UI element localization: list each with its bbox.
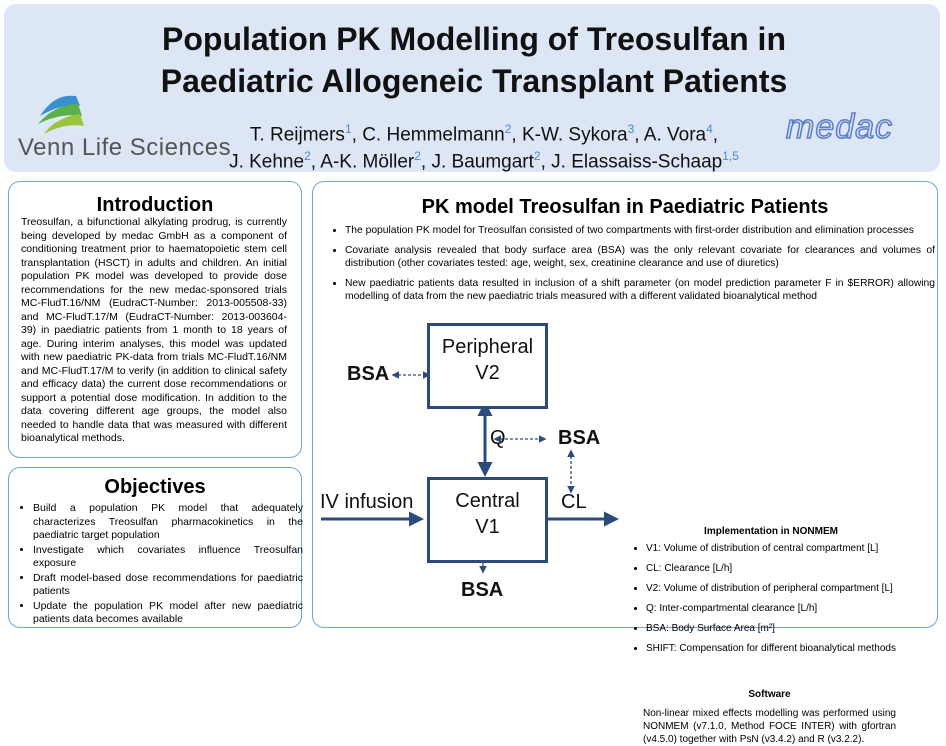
author-separator: , [511, 124, 522, 146]
authors-line-1: T. Reijmers1, C. Hemmelmann2, K-W. Sykor… [204, 116, 764, 148]
central-param: V1 [475, 516, 500, 538]
bsa-label-peripheral: BSA [347, 363, 390, 385]
medac-logo: medac [785, 107, 894, 147]
list-item: The population PK model for Treosulfan c… [345, 224, 935, 238]
author-name: A. Vora [643, 124, 707, 146]
author-name: A-K. Möller [320, 151, 415, 173]
authors-line-2: J. Kehne2, A-K. Möller2, J. Baumgart2, J… [204, 143, 764, 175]
pk-model-bullets: The population PK model for Treosulfan c… [335, 224, 935, 310]
list-item: Build a population PK model that adequat… [33, 502, 303, 543]
author-affiliation: 4 [706, 122, 713, 136]
author-separator: , [540, 151, 552, 173]
author-affiliation: 2 [304, 149, 311, 163]
objectives-list: Build a population PK model that adequat… [21, 502, 303, 628]
venn-logo-icon [38, 95, 84, 134]
list-item: BSA: Body Surface Area [m²] [646, 623, 906, 635]
peripheral-param: V2 [475, 362, 500, 384]
bsa-label-central: BSA [461, 579, 504, 601]
peripheral-name: Peripheral [441, 336, 534, 358]
author-name: J. Baumgart [431, 151, 534, 173]
pk-model-panel: PK model Treosulfan in Paediatric Patien… [312, 181, 938, 745]
implementation-section: Implementation in NONMEM V1: Volume of d… [636, 526, 906, 663]
implementation-list: V1: Volume of distribution of central co… [636, 543, 906, 655]
software-heading: Software [748, 689, 791, 700]
objectives-heading: Objectives [104, 476, 206, 498]
author-affiliation: 3 [627, 122, 635, 136]
list-item: Update the population PK model after new… [33, 600, 303, 627]
author-name: K-W. Sykora [521, 124, 628, 146]
peripheral-compartment: Peripheral V2 [427, 323, 548, 409]
poster-header: Population PK Modelling of Treosulfan in… [4, 4, 940, 172]
bsa-label-q: BSA [558, 427, 601, 449]
poster-title-line-1: Population PK Modelling of Treosulfan in [162, 21, 786, 57]
iv-infusion-label: IV infusion [320, 491, 414, 513]
software-text: Non-linear mixed effects modelling was p… [643, 708, 896, 745]
cl-label: CL [561, 491, 587, 513]
author-affiliation: 1,5 [722, 149, 739, 163]
author-separator: , [310, 151, 321, 173]
list-item: SHIFT: Compensation for different bioana… [646, 643, 906, 655]
author-name: J. Elassaiss-Schaap [551, 151, 723, 173]
implementation-heading: Implementation in NONMEM [704, 526, 838, 537]
software-section: Software Non-linear mixed effects modell… [643, 688, 896, 746]
q-label: Q [490, 427, 506, 449]
author-separator: , [634, 124, 644, 146]
author-affiliation: 2 [533, 149, 541, 163]
list-item: Investigate which covariates influence T… [33, 544, 303, 571]
objectives-panel: Objectives Build a population PK model t… [8, 467, 303, 628]
introduction-panel: Introduction Treosulfan, a bifunctional … [8, 181, 302, 458]
pk-model-heading: PK model Treosulfan in Paediatric Patien… [421, 196, 829, 218]
list-item: New paediatric patients data resulted in… [345, 277, 935, 304]
author-name: J. Kehne [229, 151, 305, 173]
introduction-heading: Introduction [96, 194, 214, 216]
central-compartment: Central V1 [427, 477, 548, 563]
author-separator: , [420, 151, 432, 173]
author-affiliation: 2 [504, 122, 512, 136]
list-item: Q: Inter-compartmental clearance [L/h] [646, 603, 906, 615]
list-item: CL: Clearance [L/h] [646, 563, 906, 575]
list-item: V2: Volume of distribution of peripheral… [646, 583, 906, 595]
author-affiliation: 1 [344, 122, 352, 136]
introduction-text: Treosulfan, a bifunctional alkylating pr… [21, 216, 287, 444]
list-item: Draft model-based dose recommendations f… [33, 572, 303, 599]
poster-title-line-2: Paediatric Allogeneic Transplant Patient… [160, 63, 788, 99]
author-name: T. Reijmers [249, 124, 345, 146]
author-separator: , [712, 124, 719, 146]
central-name: Central [455, 490, 520, 512]
author-affiliation: 2 [414, 149, 421, 163]
list-item: V1: Volume of distribution of central co… [646, 543, 906, 555]
list-item: Covariate analysis revealed that body su… [345, 244, 935, 271]
venn-life-sciences-logo: Venn Life Sciences [18, 134, 232, 161]
author-separator: , [351, 124, 363, 146]
author-name: C. Hemmelmann [362, 124, 505, 146]
